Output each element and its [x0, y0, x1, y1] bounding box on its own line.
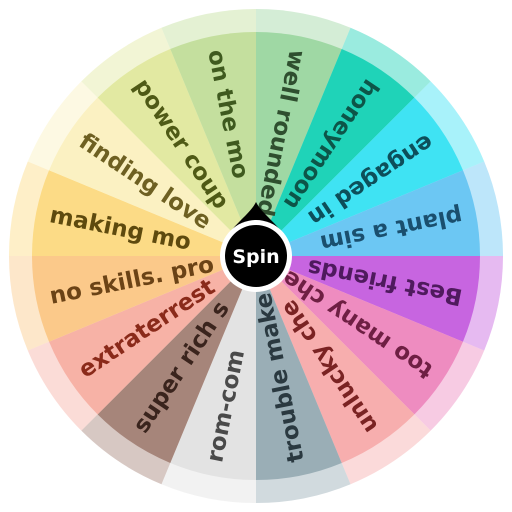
wheel-segment [256, 256, 342, 480]
spin-button[interactable]: Spin [220, 202, 292, 292]
wheel-segment [256, 256, 463, 415]
wheel-segment [97, 49, 256, 256]
wheel-segment [256, 256, 415, 463]
wheel-segment [49, 256, 256, 415]
wheel-segment [97, 256, 256, 463]
wheel-segment [49, 97, 256, 256]
wheel-segment [256, 32, 342, 256]
spin-button-core [225, 225, 287, 287]
wheel-segment [256, 49, 415, 256]
wheel-segment [32, 256, 256, 342]
wheel-segment [32, 170, 256, 256]
wheel-segment [256, 256, 480, 342]
wheel-segment [170, 256, 256, 480]
wheel-segment [256, 97, 463, 256]
wheel-segments [32, 32, 480, 480]
spin-button-label: Spin [232, 246, 279, 268]
wheel-segment [256, 170, 480, 256]
wheel-segment [170, 32, 256, 256]
